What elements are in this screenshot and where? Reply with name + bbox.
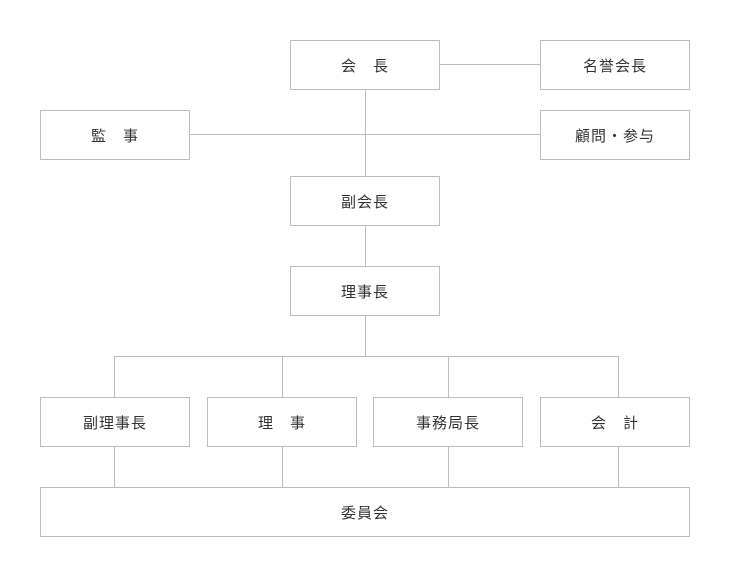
- node-vice-board-chairman: 副理事長: [40, 397, 190, 447]
- node-vice-chairman: 副会長: [290, 176, 440, 226]
- node-auditor-label: 監 事: [90, 126, 139, 145]
- node-board-chairman: 理事長: [290, 266, 440, 316]
- node-director: 理 事: [207, 397, 357, 447]
- node-treasurer: 会 計: [540, 397, 690, 447]
- node-secretary-general: 事務局長: [373, 397, 523, 447]
- node-secretary-general-label: 事務局長: [415, 413, 480, 432]
- node-director-label: 理 事: [257, 413, 306, 432]
- node-committee-label: 委員会: [340, 503, 389, 522]
- node-chairman: 会 長: [290, 40, 440, 90]
- node-vice-board-chairman-label: 副理事長: [82, 413, 147, 432]
- node-board-chairman-label: 理事長: [340, 282, 389, 301]
- node-advisor-label: 顧問・参与: [574, 126, 655, 145]
- node-honorary-chairman: 名誉会長: [540, 40, 690, 90]
- node-vice-chairman-label: 副会長: [340, 192, 389, 211]
- node-committee: 委員会: [40, 487, 690, 537]
- node-auditor: 監 事: [40, 110, 190, 160]
- node-honorary-chairman-label: 名誉会長: [582, 56, 647, 75]
- node-treasurer-label: 会 計: [590, 413, 639, 432]
- node-chairman-label: 会 長: [340, 56, 389, 75]
- node-advisor: 顧問・参与: [540, 110, 690, 160]
